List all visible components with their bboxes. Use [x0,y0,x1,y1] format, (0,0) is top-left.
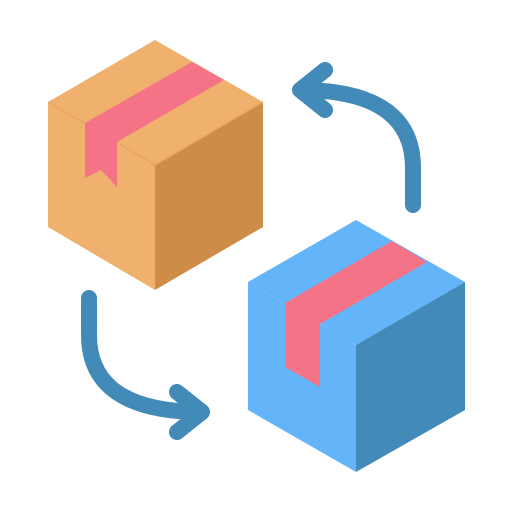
send-arrow-head [169,384,210,440]
brown-box-tape-front [85,123,117,187]
brown-box-right-face [155,102,263,290]
return-arrow-head [292,62,333,118]
return-arrow-curve [297,82,421,213]
send-arrow-icon [81,290,210,440]
send-arrow-curve [81,290,205,420]
blue-box-left-face [248,282,356,472]
blue-box-right-face [356,282,465,472]
blue-box-icon [248,220,465,472]
blue-box-tape-top [285,241,427,324]
brown-box-icon [47,40,264,290]
brown-box-tape-top [85,62,224,142]
brown-box-left-face [48,102,155,290]
return-arrow-icon [292,62,421,213]
blue-box-tape-front [285,303,320,387]
